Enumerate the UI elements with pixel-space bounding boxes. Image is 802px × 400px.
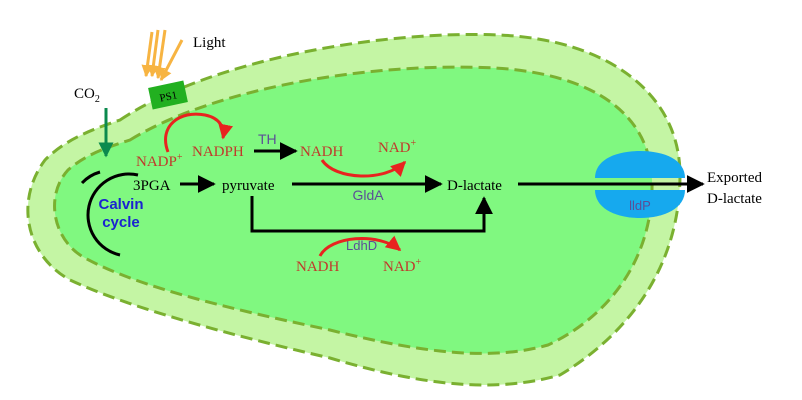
calvin-cycle-label-line1: Calvin <box>98 196 143 213</box>
ps1-label: PS1 <box>158 89 178 104</box>
calvin-cycle-label-line2: cycle <box>102 214 140 231</box>
exported-label-line1: Exported <box>707 170 762 186</box>
lldp-transporter <box>595 151 685 218</box>
ps1-box <box>148 80 188 110</box>
th-label: TH <box>258 131 277 147</box>
nadh-to-nad-top-arrow <box>320 159 407 178</box>
nadph-label: NADPH <box>192 144 244 160</box>
nad-bottom-label: NAD+ <box>383 257 422 275</box>
light-label: Light <box>193 35 226 51</box>
nadh-to-nad-bottom-arrow <box>318 235 402 257</box>
nadh-top-label: NADH <box>300 144 343 160</box>
ldhd-arrow <box>250 196 493 233</box>
light-arrows <box>141 29 184 82</box>
nadp-label: NADP+ <box>136 152 183 170</box>
ldhd-label: LdhD <box>346 238 377 253</box>
glda-label: GldA <box>352 187 384 203</box>
calvin-cycle-circle-top <box>80 170 101 185</box>
cytoplasm <box>53 65 654 355</box>
calvin-cycle-circle <box>86 172 139 257</box>
dlactate-label: D-lactate <box>447 178 502 194</box>
pyruvate-label: pyruvate <box>222 178 275 194</box>
co2-label: CO2 <box>74 86 100 105</box>
nadp-to-nadph-arrow <box>164 112 233 153</box>
nadh-bottom-label: NADH <box>296 259 339 275</box>
exported-label-line2: D-lactate <box>707 191 762 207</box>
lldp-label: lldP <box>629 198 651 213</box>
3pga-label: 3PGA <box>133 178 171 194</box>
nad-top-label: NAD+ <box>378 138 417 156</box>
